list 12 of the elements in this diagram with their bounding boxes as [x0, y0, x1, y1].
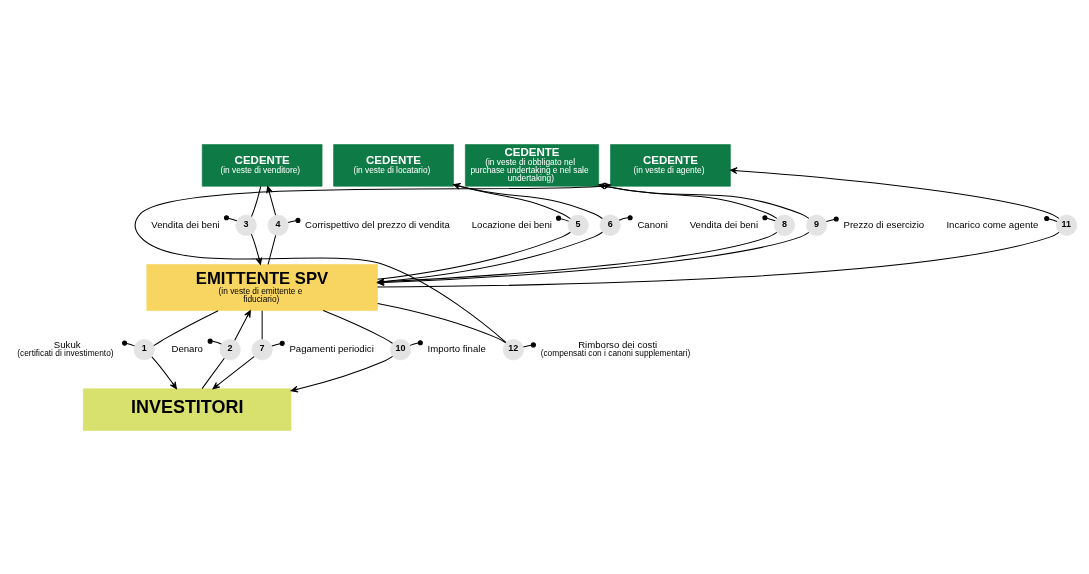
- node-text: Prezzo di esercizio: [843, 218, 925, 230]
- node-text: Canoni: [637, 218, 668, 230]
- node-text: Rimborso dei costi (compensati con i canoni supplementari): [540, 338, 691, 358]
- node-text: Importo finale: [427, 342, 486, 354]
- node-text: Corrispettivo del prezzo di vendita: [305, 218, 450, 230]
- node-text: Pagamenti periodici: [289, 342, 374, 354]
- node-text: Denaro: [171, 342, 203, 354]
- node-text: Vendita dei beni: [689, 218, 759, 230]
- node-text: Locazione dei beni: [471, 218, 552, 230]
- node-text: Incarico come agente: [946, 218, 1039, 230]
- node-text: Vendita dei beni: [151, 218, 220, 230]
- node-text: Sukuk (certificati di investimento): [17, 338, 114, 358]
